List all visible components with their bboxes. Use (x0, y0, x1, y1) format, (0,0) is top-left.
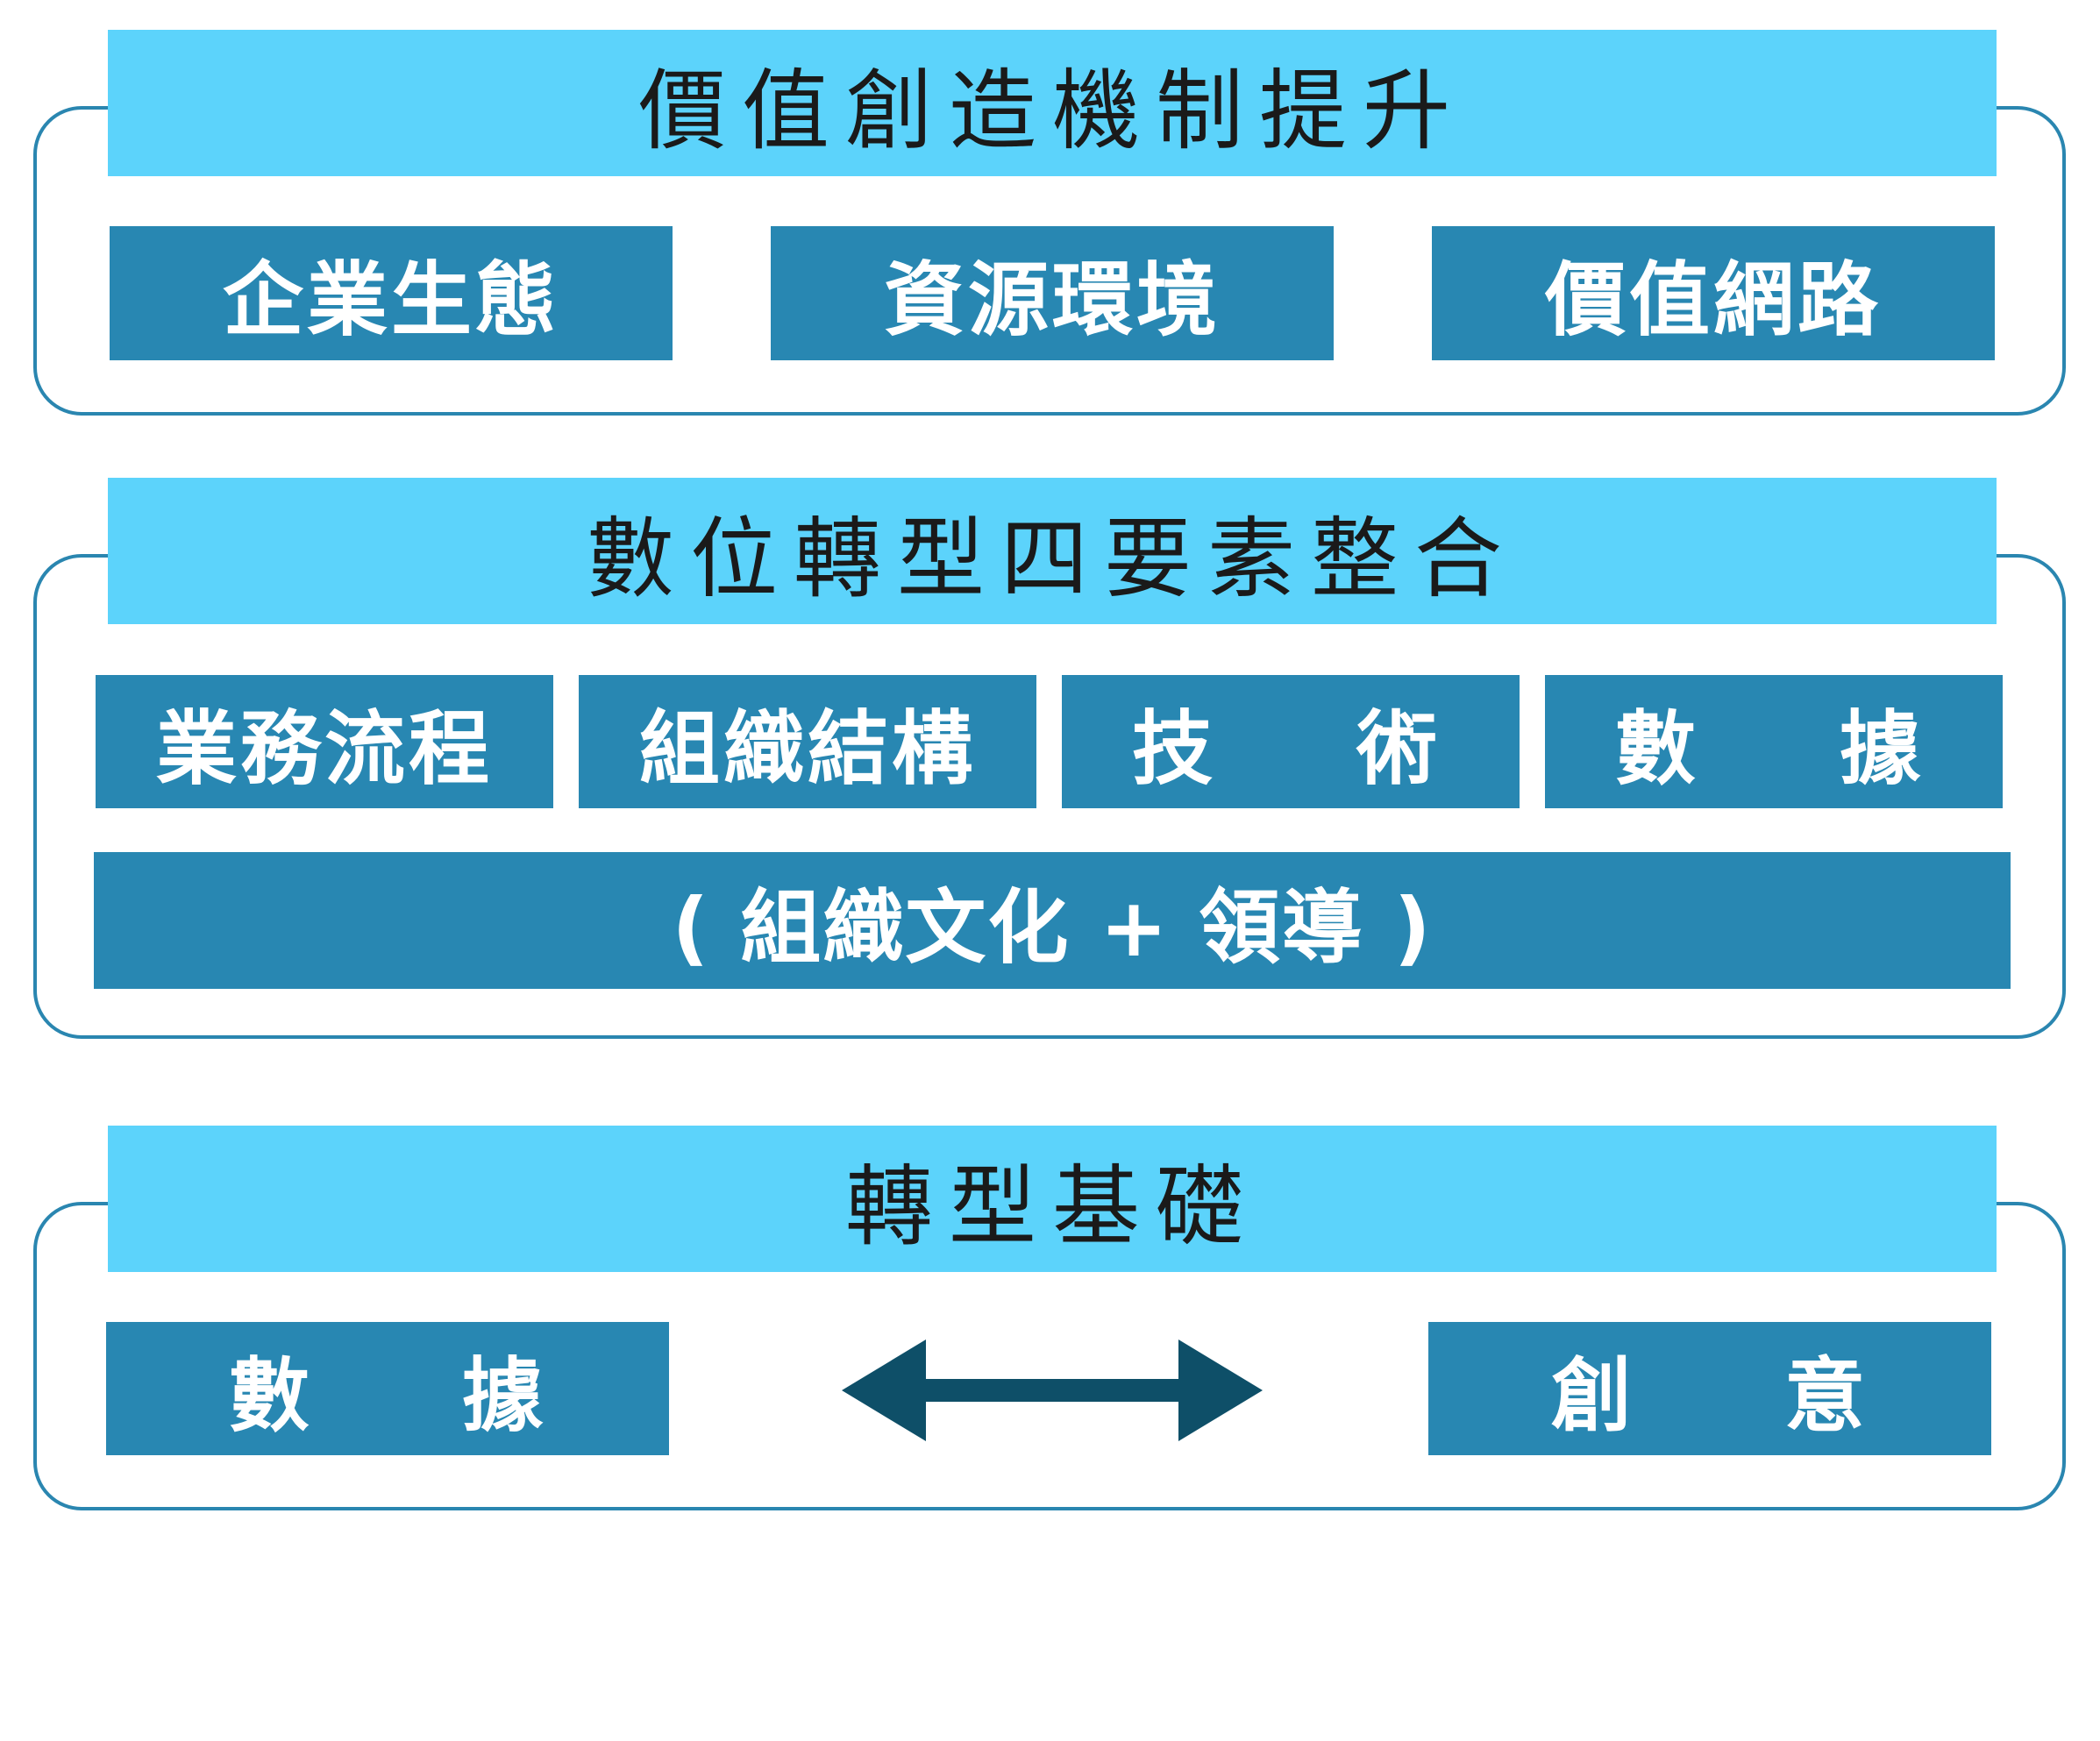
foundation-data-box: 數 據 (106, 1322, 669, 1455)
resource-environment-box: 資源環境 (771, 226, 1334, 360)
digital-transformation-header: 數位轉型四要素整合 (108, 478, 1997, 624)
business-process-label: 業務流程 (155, 701, 493, 796)
foundation-data-char-1: 數 (229, 1348, 314, 1443)
enterprise-ecosystem-box: 企業生態 (110, 226, 673, 360)
value-creation-title: 價值創造機制提升 (638, 60, 1466, 162)
foundation-title: 轉型基礎 (845, 1155, 1259, 1258)
data-element-char-1: 數 (1615, 701, 1700, 796)
data-element-char-2: 據 (1839, 701, 1924, 796)
foundation-header: 轉型基礎 (108, 1126, 1997, 1272)
value-network-label: 價值網路 (1544, 253, 1882, 347)
business-process-box: 業務流程 (96, 675, 553, 808)
foundation-creativity-box: 創 意 (1428, 1322, 1991, 1455)
technology-box: 技 術 (1062, 675, 1520, 808)
technology-char-1: 技 (1132, 701, 1217, 796)
organization-structure-box: 組織結構 (579, 675, 1036, 808)
value-network-box: 價值網路 (1432, 226, 1995, 360)
culture-leadership-label: ( 組織文化 + 領導 ) (672, 880, 1433, 975)
enterprise-ecosystem-label: 企業生態 (222, 253, 559, 347)
culture-leadership-box: ( 組織文化 + 領導 ) (94, 852, 2011, 989)
resource-environment-label: 資源環境 (883, 253, 1221, 347)
organization-structure-label: 組織結構 (638, 701, 976, 796)
data-element-box: 數 據 (1545, 675, 2003, 808)
value-creation-header: 價值創造機制提升 (108, 30, 1997, 176)
double-headed-arrow-icon (842, 1340, 1263, 1441)
technology-char-2: 術 (1356, 701, 1441, 796)
foundation-data-char-2: 據 (461, 1348, 546, 1443)
digital-transformation-title: 數位轉型四要素整合 (587, 508, 1518, 610)
foundation-creativity-char-1: 創 (1551, 1348, 1636, 1443)
foundation-creativity-char-2: 意 (1783, 1348, 1869, 1443)
